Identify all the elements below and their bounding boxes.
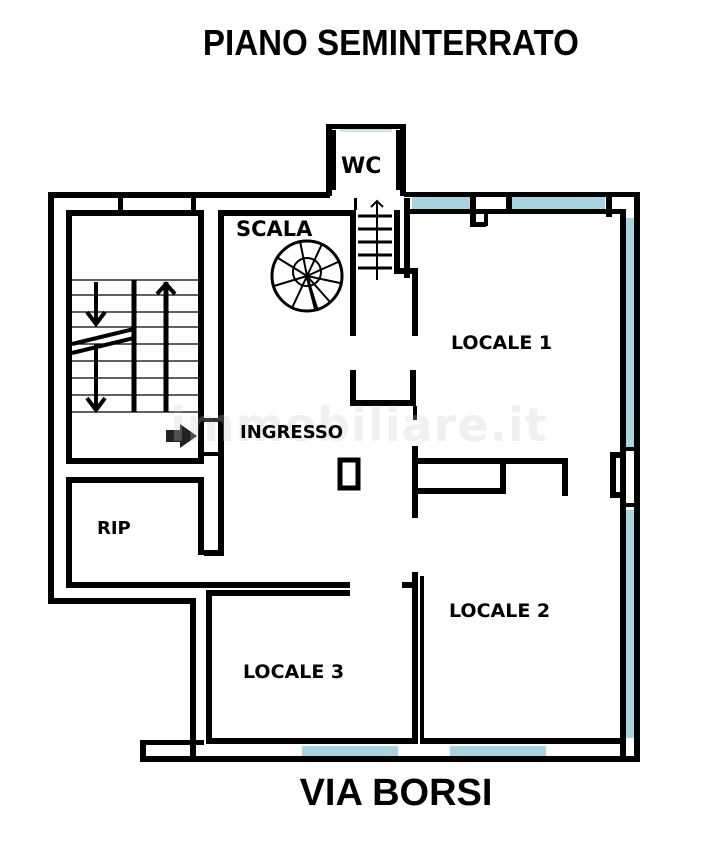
page-title: PIANO SEMINTERRATO bbox=[202, 22, 579, 63]
window-locale2-bottom bbox=[450, 746, 546, 757]
room-label-scala: SCALA bbox=[236, 217, 313, 241]
room-label-locale-2: LOCALE 2 bbox=[449, 600, 551, 622]
window-locale3-bottom bbox=[302, 746, 398, 757]
walls bbox=[48, 124, 640, 762]
service-stair-icon bbox=[358, 199, 392, 280]
window-locale1-top-left bbox=[412, 197, 470, 209]
street-label: VIA BORSI bbox=[299, 772, 493, 814]
spiral-staircase-icon bbox=[270, 239, 344, 313]
window-right-upper bbox=[626, 218, 636, 450]
window-right-lower bbox=[626, 510, 636, 738]
room-label-locale-3: LOCALE 3 bbox=[243, 661, 345, 683]
room-label-locale-1: LOCALE 1 bbox=[451, 332, 553, 354]
entrance-arrow-icon bbox=[166, 424, 197, 448]
window-locale1-top-right bbox=[510, 197, 605, 209]
stairwell-icon bbox=[71, 279, 198, 414]
room-label-rip: RIP bbox=[97, 518, 131, 539]
room-label-wc: WC bbox=[341, 154, 382, 179]
room-label-ingresso: INGRESSO bbox=[240, 422, 344, 443]
